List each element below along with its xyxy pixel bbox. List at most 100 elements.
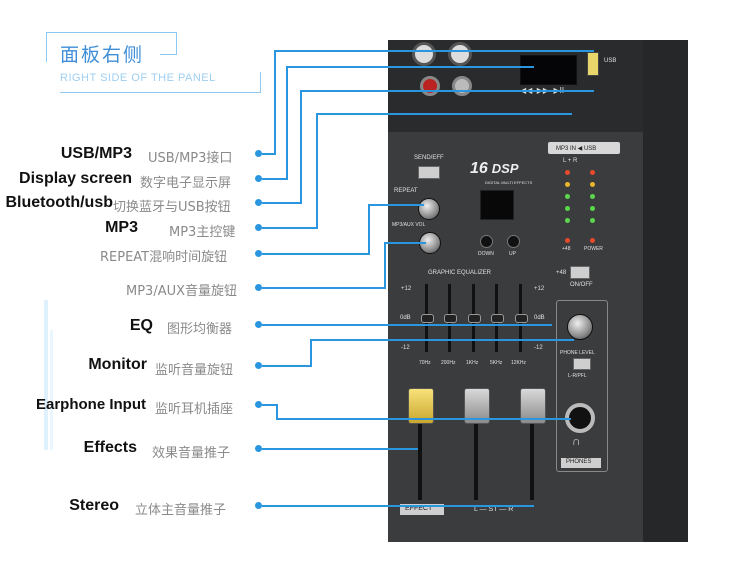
- dsp-display: [480, 190, 514, 220]
- callout-usb-mp3-cn: USB/MP3接口: [148, 151, 233, 166]
- l-r-pfl-label: L-R/PFL: [568, 373, 587, 379]
- up-button[interactable]: [507, 235, 520, 248]
- usb-port[interactable]: [587, 52, 599, 76]
- rca-2[interactable]: [452, 76, 472, 96]
- eq-freq-200hz: 200Hz: [441, 360, 456, 366]
- callout-earphone-cn: 监听耳机插座: [155, 402, 234, 417]
- callout-mp3aux-cn: MP3/AUX音量旋钮: [126, 284, 238, 299]
- callout-earphone-en: Earphone Input: [36, 396, 146, 413]
- power-label: POWER: [584, 246, 603, 252]
- callout-mp3-cn: MP3主控键: [169, 225, 236, 240]
- effect-label: EFFECT: [405, 505, 433, 512]
- eq-fader-200hz[interactable]: [444, 314, 457, 323]
- callout-earphone-line-v: [276, 404, 278, 420]
- callout-mp3aux-dot: [255, 284, 262, 291]
- header-frame-bottom: [60, 92, 260, 93]
- graphic-eq-label: GRAPHIC EQUALIZER: [428, 270, 492, 276]
- callout-monitor-line-h1: [262, 365, 312, 367]
- callout-eq-line: [262, 324, 552, 326]
- callout-display-line-h2: [286, 66, 534, 68]
- phantom-button[interactable]: [570, 266, 590, 279]
- header-frame-top: [46, 32, 176, 33]
- repeat-knob[interactable]: [418, 198, 440, 220]
- callout-stereo-cn: 立体主音量推子: [135, 503, 227, 518]
- down-button[interactable]: [480, 235, 493, 248]
- phone-level-knob[interactable]: [567, 314, 593, 340]
- headphone-icon: ∩: [572, 434, 581, 448]
- eq-fader-70hz[interactable]: [421, 314, 434, 323]
- meter-plus48-label: +48: [562, 246, 571, 252]
- callout-usb-mp3-dot: [255, 150, 262, 157]
- callout-mp3-line-h2: [316, 113, 572, 115]
- callout-effects-dot: [255, 445, 262, 452]
- eq-freq-5khz: 5KHz: [490, 360, 503, 366]
- header-frame-left: [46, 32, 47, 62]
- callout-mp3-line-v: [316, 113, 318, 229]
- stereo-l-fader-track: [474, 420, 478, 500]
- callout-mp3aux-line-v: [384, 242, 386, 289]
- phones-label: PHONES: [566, 459, 592, 465]
- usb-label: USB: [604, 58, 617, 64]
- eq-fader-1khz[interactable]: [468, 314, 481, 323]
- callout-eq-dot: [255, 321, 262, 328]
- stereo-r-fader-track: [530, 420, 534, 500]
- callout-bluetooth-line-h2: [300, 90, 594, 92]
- callout-earphone-dot: [255, 401, 262, 408]
- eq-scale-top: +12: [401, 286, 412, 292]
- eq-scale-bottom: -12: [401, 345, 410, 351]
- eq-scale-mid-r: 0dB: [534, 315, 545, 321]
- callout-stereo-en: Stereo: [69, 497, 119, 514]
- eq-scale-bottom-r: -12: [534, 345, 543, 351]
- eq-scale-top-r: +12: [534, 286, 545, 292]
- callout-display-cn: 数字电子显示屏: [140, 176, 232, 191]
- effect-fader-track: [418, 420, 422, 500]
- meter-top-label: L + R: [563, 158, 578, 164]
- callout-repeat-dot: [255, 250, 262, 257]
- repeat-label: REPEAT: [394, 188, 418, 194]
- down-label: DOWN: [478, 251, 494, 257]
- callout-repeat-cn: REPEAT混响时间旋钮: [100, 250, 228, 265]
- header-frame-mid: [160, 54, 177, 55]
- eq-fader-5khz[interactable]: [491, 314, 504, 323]
- mixer-panel-edge: [643, 40, 688, 542]
- callout-mp3-dot: [255, 224, 262, 231]
- callout-effects-en: Effects: [83, 439, 137, 456]
- callout-earphone-line-h2: [276, 418, 571, 420]
- callout-display-line-h1: [262, 178, 288, 180]
- callout-eq-en: EQ: [129, 317, 153, 334]
- phones-badge: [561, 458, 601, 468]
- callout-bluetooth-en: Bluetooth/usb: [5, 194, 113, 211]
- callout-earphone-line-h1: [262, 404, 278, 406]
- mp3aux-label: MP3/AUX VOL: [392, 222, 426, 228]
- dsp-text: DSP: [491, 161, 519, 176]
- callout-monitor-line-h2: [310, 339, 574, 341]
- eq-fader-12khz[interactable]: [515, 314, 528, 323]
- rca-1[interactable]: [420, 76, 440, 96]
- jack-2[interactable]: [448, 42, 472, 66]
- phones-section-frame: [556, 300, 608, 472]
- callout-mp3-en: MP3: [105, 219, 138, 236]
- callout-display-line-v: [286, 66, 288, 180]
- eq-scale-mid: 0dB: [400, 315, 411, 321]
- callout-monitor-line-v: [310, 339, 312, 367]
- phantom-label: +48: [556, 270, 567, 276]
- callout-usb-mp3-line-v: [274, 50, 276, 155]
- up-label: UP: [509, 251, 516, 257]
- eq-freq-1khz: 1KHz: [466, 360, 479, 366]
- callout-bluetooth-line-h1: [262, 202, 302, 204]
- callout-bluetooth-line-v: [300, 90, 302, 204]
- send-eff-button[interactable]: [418, 166, 440, 179]
- callout-repeat-line-h1: [262, 253, 370, 255]
- effect-badge: [400, 504, 444, 515]
- phantom-on-off: ON/OFF: [570, 282, 593, 288]
- callout-stereo-line: [262, 505, 534, 507]
- header-subtitle: RIGHT SIDE OF THE PANEL: [60, 72, 216, 84]
- callout-usb-mp3-en: USB/MP3: [60, 145, 132, 162]
- jack-1[interactable]: [412, 42, 436, 66]
- callout-mp3aux-line-h1: [262, 287, 386, 289]
- l-r-pfl-button[interactable]: [573, 358, 591, 370]
- mp3-in-usb-switch[interactable]: [548, 142, 620, 154]
- callout-usb-mp3-line-h1: [262, 153, 276, 155]
- callout-monitor-cn: 监听音量旋钮: [155, 363, 234, 378]
